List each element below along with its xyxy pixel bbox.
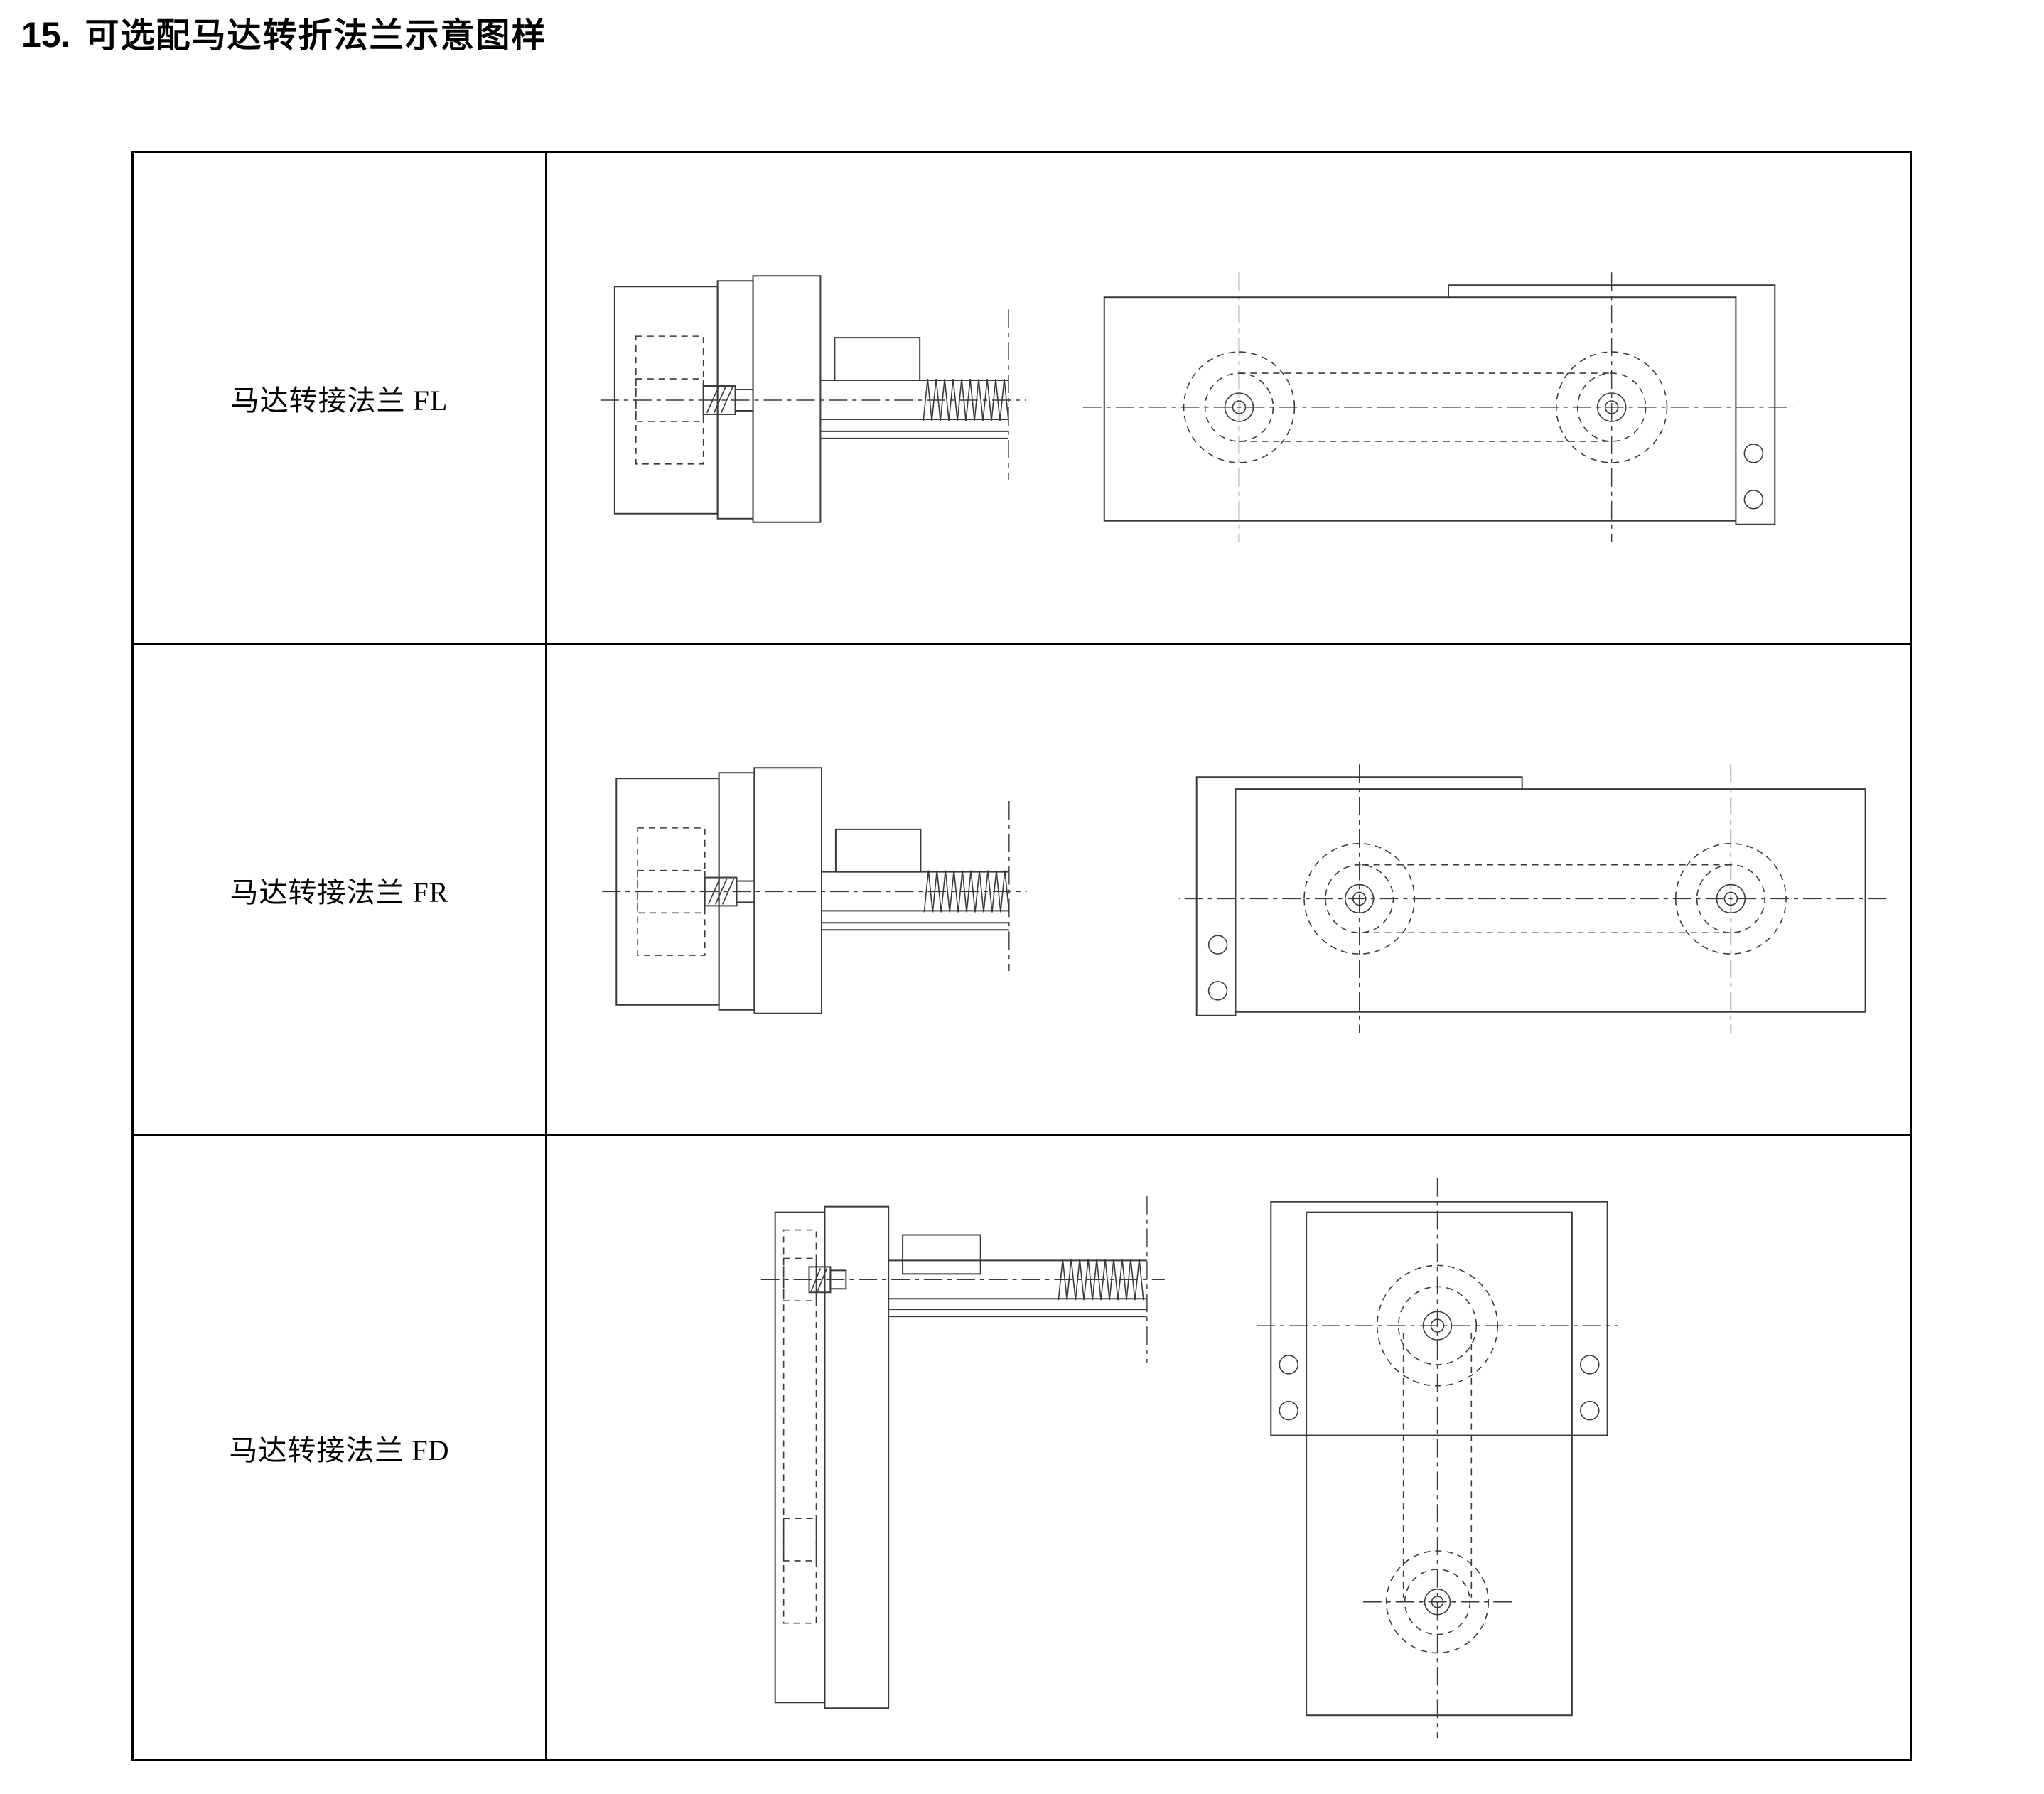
fl-flange-drawing <box>599 272 1794 543</box>
drawing-cell-fd <box>547 1136 1910 1759</box>
row-label-fl: 马达转接法兰 FL <box>230 385 448 417</box>
row-label-cell-fr: 马达转接法兰 FR <box>134 645 547 1134</box>
drawing-cell-fl <box>547 153 1910 643</box>
heading-title: 可选配马达转折法兰示意图样 <box>85 17 547 55</box>
table-row-fd: 马达转接法兰 FD <box>134 1134 1910 1759</box>
row-label-cell-fd: 马达转接法兰 FD <box>134 1136 547 1759</box>
drawing-cell-fr <box>547 645 1910 1134</box>
table-row-fl: 马达转接法兰 FL <box>134 153 1910 643</box>
heading-number: 15. <box>21 15 71 55</box>
fd-side-view-drawing <box>760 1195 1166 1709</box>
table-row-fr: 马达转接法兰 FR <box>134 643 1910 1134</box>
row-label-cell-fl: 马达转接法兰 FL <box>134 153 547 643</box>
fl-side-view-drawing <box>599 275 1027 523</box>
page-heading: 15. 可选配马达转折法兰示意图样 <box>0 0 2044 57</box>
fd-flange-drawing <box>760 1177 1619 1739</box>
flange-table: 马达转接法兰 FL 马达转接法兰 FR <box>131 151 1912 1761</box>
fr-top-view-drawing <box>1178 763 1888 1034</box>
row-label-fr: 马达转接法兰 FR <box>230 876 449 908</box>
fd-top-view-drawing <box>1256 1177 1619 1739</box>
fr-flange-drawing <box>601 763 1888 1034</box>
fr-side-view-drawing <box>601 767 1028 1014</box>
fl-top-view-drawing <box>1082 272 1794 543</box>
row-label-fd: 马达转接法兰 FD <box>229 1434 450 1466</box>
